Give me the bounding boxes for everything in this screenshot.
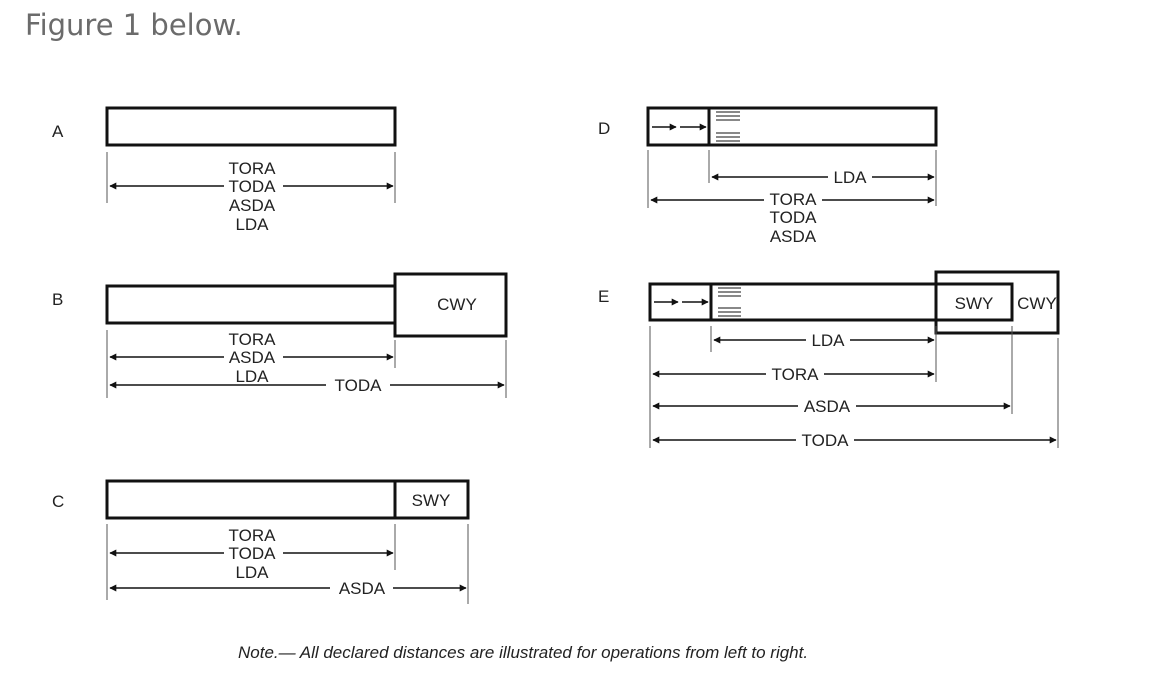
panel-d-toda: TODA <box>770 208 818 227</box>
panel-e-lda: LDA <box>811 331 845 350</box>
panel-a-tora: TORA <box>229 159 277 178</box>
panel-d-threshold-markings-icon <box>716 111 740 142</box>
panel-d-letter: D <box>598 119 610 138</box>
panel-a-runway <box>105 106 397 147</box>
panel-d-lda: LDA <box>833 168 867 187</box>
panel-c-letter: C <box>52 492 64 511</box>
panel-e-threshold-markings-icon <box>718 287 741 317</box>
panel-c-swy: SWY <box>412 491 451 510</box>
diagram-note: Note.— All declared distances are illust… <box>238 643 808 662</box>
panel-b-asda: ASDA <box>229 348 276 367</box>
panel-b-tora: TORA <box>229 330 277 349</box>
panel-d: D LDA TORA TODA ASDA <box>598 106 938 246</box>
panel-b-toda: TODA <box>335 376 383 395</box>
panel-b-clearway <box>393 272 508 338</box>
panel-a: A TORA TODA ASDA LDA <box>52 106 397 234</box>
panel-a-toda: TODA <box>229 177 277 196</box>
panel-c-tora: TORA <box>229 526 277 545</box>
figure-caption: Figure 1 below. <box>25 8 243 42</box>
panel-c-toda: TODA <box>229 544 277 563</box>
panel-b-cwy: CWY <box>437 295 477 314</box>
panel-a-letter: A <box>52 122 64 141</box>
panel-b: B CWY TORA ASDA LDA TODA <box>52 272 508 398</box>
panel-d-tora: TORA <box>770 190 818 209</box>
panel-c-asda: ASDA <box>339 579 386 598</box>
panel-c-stopway <box>393 479 470 520</box>
panel-e-cwy: CWY <box>1017 294 1057 313</box>
panel-c: C SWY TORA TODA LDA ASDA <box>52 479 470 604</box>
panel-e-tora: TORA <box>772 365 820 384</box>
panel-b-lda: LDA <box>235 367 269 386</box>
panel-e-asda: ASDA <box>804 397 851 416</box>
panel-d-asda: ASDA <box>770 227 817 246</box>
panel-b-letter: B <box>52 290 63 309</box>
panel-a-asda: ASDA <box>229 196 276 215</box>
panel-e: E SWY CWY LDA TORA ASDA <box>598 270 1060 450</box>
panel-e-letter: E <box>598 287 609 306</box>
panel-e-toda: TODA <box>802 431 850 450</box>
panel-b-runway <box>105 284 397 325</box>
panel-e-stopway <box>934 282 1014 322</box>
panel-c-runway <box>105 479 397 520</box>
panel-e-swy: SWY <box>955 294 994 313</box>
panel-a-lda: LDA <box>235 215 269 234</box>
panel-c-lda: LDA <box>235 563 269 582</box>
